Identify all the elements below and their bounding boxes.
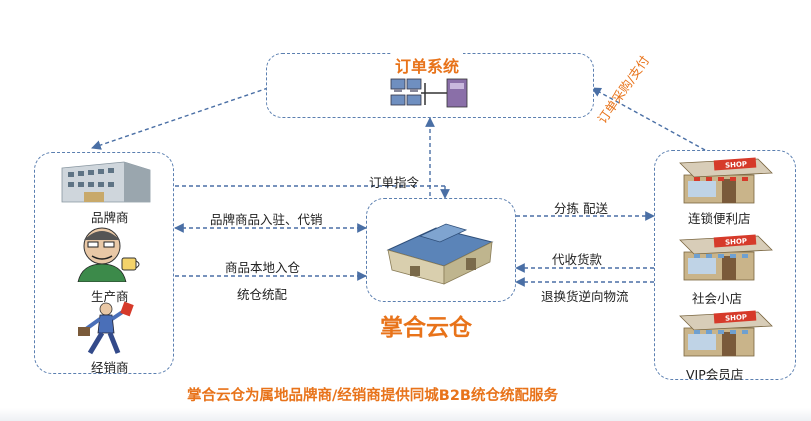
right-item-label: VIP会员店 [686, 367, 744, 382]
link-label-unified-distribution: 统仓统配 [237, 287, 288, 302]
man-with-cup-icon [68, 222, 152, 283]
footer-strip [0, 408, 811, 421]
shop-icon: SHOP [676, 155, 774, 205]
shop-icon: SHOP [676, 232, 774, 282]
arrow-right-to-order [591, 87, 706, 151]
left-item-label: 经销商 [91, 360, 129, 375]
link-label-local-warehouse: 商品本地入仓 [225, 260, 301, 275]
right-item-label: 社会小店 [692, 291, 743, 306]
link-label-brand-goods: 品牌商品入驻、代销 [210, 212, 323, 227]
shop-sign-text: SHOP [725, 160, 747, 170]
center-title: 掌合云仓 [380, 315, 472, 341]
left-item-label: 生产商 [91, 289, 129, 304]
link-label-reverse-logistics: 退换货逆向物流 [541, 289, 629, 304]
center-box [366, 198, 516, 302]
right-item-label: 连锁便利店 [688, 211, 751, 226]
left-item-label: 品牌商 [91, 210, 129, 225]
order-command-label: 订单指令 [369, 175, 420, 190]
network-computers-icon [385, 75, 475, 111]
shop-sign-text: SHOP [725, 237, 747, 247]
link-label-cod: 代收货款 [552, 252, 603, 267]
shop-sign-text: SHOP [725, 313, 747, 323]
order-system-title: 订单系统 [391, 53, 464, 77]
link-label-sort-deliver: 分拣 配送 [554, 201, 608, 216]
shop-icon: SHOP [676, 308, 774, 358]
right-panel [654, 150, 796, 380]
footer-caption: 掌合云仓为属地品牌商/经销商提供同城B2B统仓统配服务 [187, 388, 558, 404]
running-man-icon [72, 301, 142, 357]
office-building-icon [54, 158, 158, 206]
warehouse-icon [380, 210, 500, 288]
left-panel [34, 152, 174, 374]
arrow-order-to-left [91, 87, 269, 150]
